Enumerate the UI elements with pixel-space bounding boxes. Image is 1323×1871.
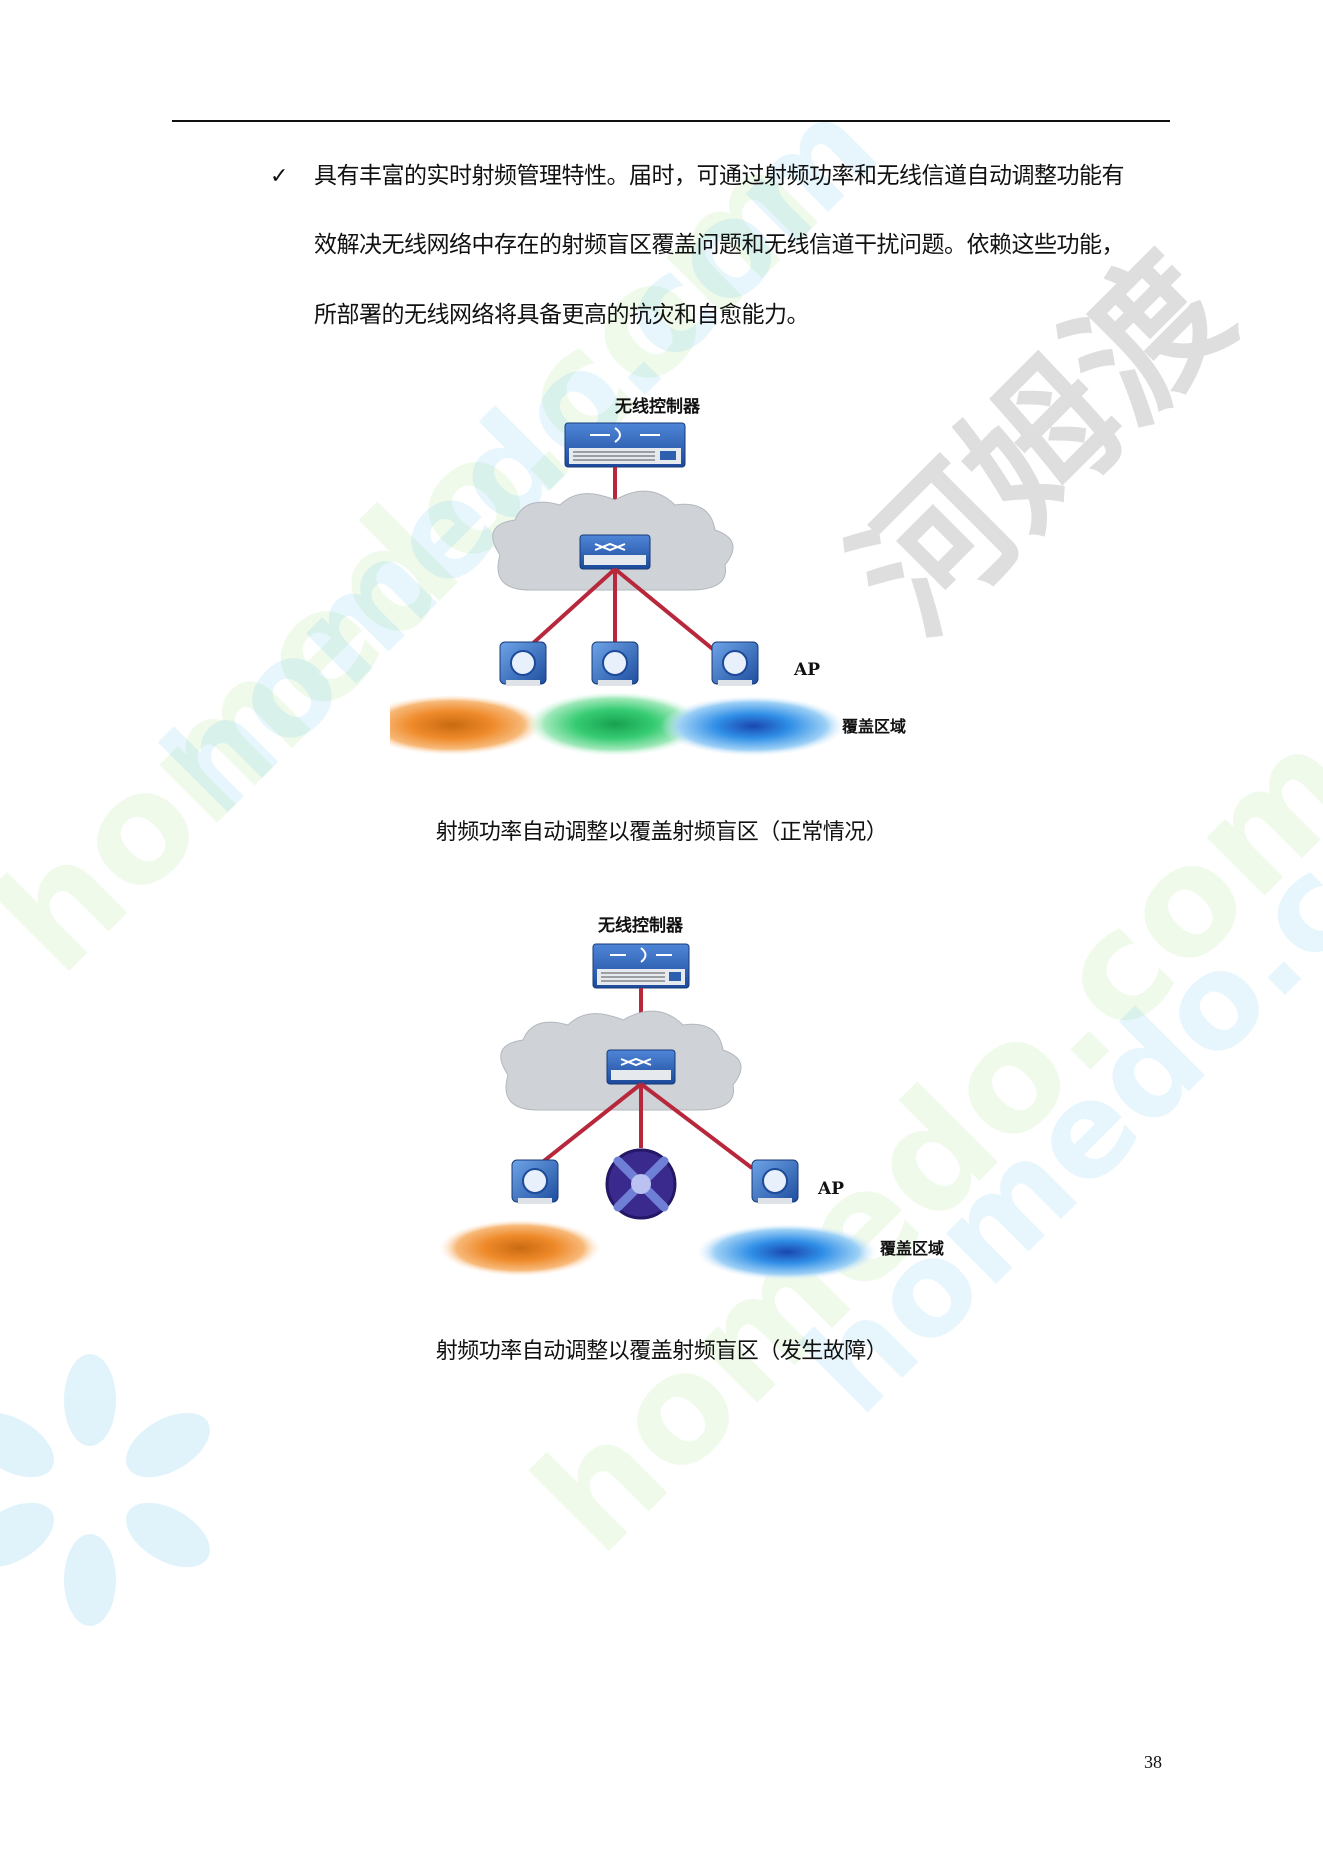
access-point-icon [511, 1159, 559, 1204]
access-point-icon [711, 641, 759, 686]
access-point-icon [499, 641, 547, 686]
coverage-area [697, 1224, 877, 1280]
controller-label: 无线控制器 [614, 396, 701, 417]
paragraph-line: 效解决无线网络中存在的射频盲区覆盖问题和无线信道干扰问题。依赖这些功能， [314, 232, 1125, 258]
switch-icon [606, 1049, 676, 1085]
coverage-area [661, 696, 845, 756]
coverage-area [440, 1220, 600, 1276]
controller-icon [564, 422, 686, 468]
coverage-label: 覆盖区域 [879, 1239, 944, 1258]
header-rule [172, 120, 1170, 122]
figure-caption: 射频功率自动调整以覆盖射频盲区（发生故障） [435, 1339, 888, 1364]
failed-access-point-icon [605, 1148, 677, 1220]
paragraph-line: 所部署的无线网络将具备更高的抗灾和自愈能力。 [314, 302, 810, 328]
coverage-area [527, 692, 703, 756]
access-point-icon [591, 641, 639, 686]
watermark-flower-icon [0, 1354, 210, 1626]
network-diagram-normal: 无线控制器 AP 覆盖区域 [390, 396, 906, 756]
figure-caption: 射频功率自动调整以覆盖射频盲区（正常情况） [435, 820, 888, 845]
page-number: 38 [1144, 1752, 1162, 1772]
controller-icon [592, 943, 690, 989]
network-diagram-fault: 无线控制器 AP 覆盖区域 [440, 915, 944, 1280]
coverage-label: 覆盖区域 [841, 717, 906, 736]
switch-icon [579, 534, 651, 570]
checkmark-icon: ✓ [270, 164, 289, 189]
controller-label: 无线控制器 [597, 915, 684, 936]
paragraph-line: 具有丰富的实时射频管理特性。届时，可通过射频功率和无线信道自动调整功能有 [314, 163, 1125, 189]
access-point-icon [751, 1159, 799, 1204]
coverage-area [390, 695, 542, 755]
ap-label: AP [817, 1179, 844, 1199]
ap-label: AP [793, 660, 820, 680]
